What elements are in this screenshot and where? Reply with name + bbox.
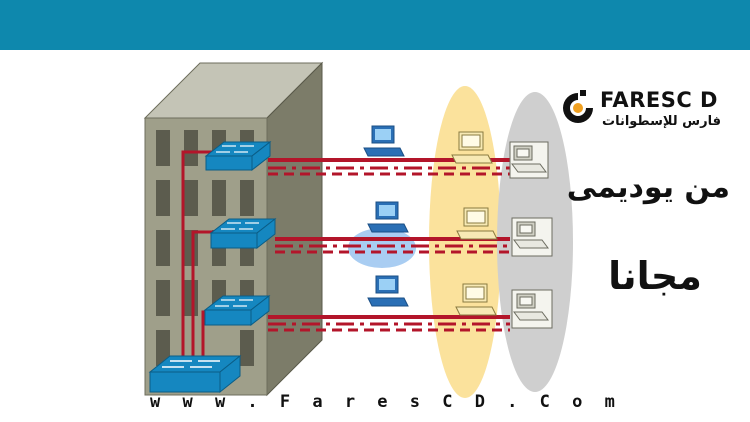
blue-workstation-icon — [367, 201, 409, 233]
network-switch-icon — [148, 354, 242, 394]
yellow-workstation-icon — [451, 131, 493, 164]
promo-line-1: من يوديمى — [566, 170, 730, 205]
gray-workstation-icon — [511, 289, 553, 329]
blue-workstation-icon — [367, 275, 409, 307]
yellow-workstation-icon — [455, 283, 497, 316]
blue-highlight-ellipse — [348, 228, 416, 268]
yellow-workstation-icon — [456, 207, 498, 240]
blue-workstation-icon — [363, 125, 405, 157]
gray-workstation-icon — [509, 141, 549, 179]
brand-subtitle: فارس للإسطوانات — [602, 114, 721, 129]
gray-workstation-icon — [511, 217, 553, 257]
brand-name: FARESC D — [600, 88, 718, 112]
promo-line-2: مجانا — [608, 254, 702, 298]
yellow-domain-ellipse — [429, 86, 501, 398]
brand-logo-block: FARESC D فارس للإسطوانات — [558, 86, 721, 136]
faresc-d-logo-icon — [563, 90, 593, 123]
network-switch-icon — [203, 294, 271, 327]
top-banner — [0, 0, 750, 50]
network-switch-icon — [209, 217, 277, 250]
network-switch-icon — [204, 140, 272, 172]
website-watermark: w w w . F a r e s C D . C o m — [150, 392, 621, 412]
